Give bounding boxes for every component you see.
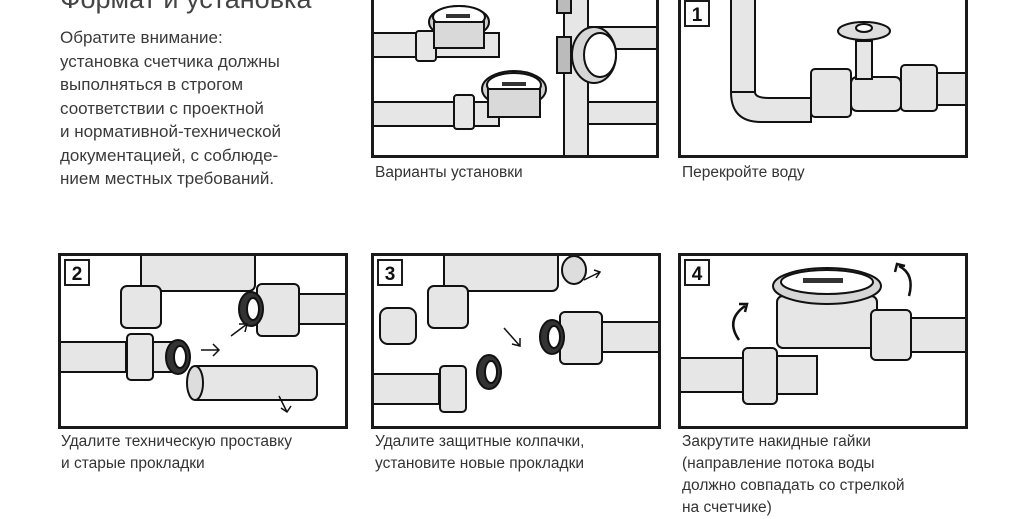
- caption-line: и старые прокладки: [61, 455, 205, 472]
- tighten-nuts-illustration: [681, 262, 965, 405]
- step2-panel: 2: [58, 253, 348, 429]
- page-heading: Формат и установка: [60, 0, 311, 15]
- variants-panel: [371, 0, 659, 158]
- step4-caption: Закрутите накидные гайки (направление по…: [682, 431, 905, 519]
- shutoff-valve-illustration: [729, 0, 965, 123]
- intro-line: выполняться в строгом: [60, 75, 244, 94]
- step1-panel: 1: [678, 0, 968, 158]
- step1-number: 1: [684, 0, 710, 27]
- caption-line: Удалите защитные колпачки,: [375, 433, 585, 450]
- caption-line: Удалите техническую проставку: [61, 433, 292, 450]
- intro-line: Обратите внимание:: [60, 28, 223, 47]
- caption-line: на счетчике): [682, 499, 772, 516]
- step2-number: 2: [64, 259, 90, 286]
- variants-caption: Варианты установки: [375, 164, 523, 181]
- remove-spacer-illustration: [61, 256, 345, 414]
- step4-panel: 4: [678, 253, 968, 429]
- step3-number: 3: [377, 259, 403, 286]
- intro-line: документацией, с соблюде-: [60, 145, 279, 165]
- caption-line: Закрутите накидные гайки: [682, 433, 871, 450]
- intro-text: Обратите внимание: установка счетчика до…: [60, 26, 360, 191]
- step2-caption: Удалите техническую проставку и старые п…: [61, 431, 292, 475]
- step3-panel: 3: [371, 253, 661, 429]
- step4-number: 4: [684, 259, 710, 286]
- caption-line: установите новые прокладки: [375, 455, 585, 472]
- intro-line: соответствии с проектной: [60, 98, 264, 118]
- caption-line: (направление потока воды: [682, 455, 875, 472]
- variants-illustration: [374, 0, 656, 155]
- remove-caps-illustration: [374, 256, 658, 413]
- step3-caption: Удалите защитные колпачки, установите но…: [375, 431, 585, 475]
- intro-line: нием местных требований.: [60, 169, 275, 188]
- intro-line: и нормативной-технической: [60, 122, 282, 141]
- intro-line: установка счетчика должны: [60, 51, 280, 71]
- step1-caption: Перекройте воду: [682, 164, 805, 181]
- caption-line: должно совпадать со стрелкой: [682, 477, 905, 494]
